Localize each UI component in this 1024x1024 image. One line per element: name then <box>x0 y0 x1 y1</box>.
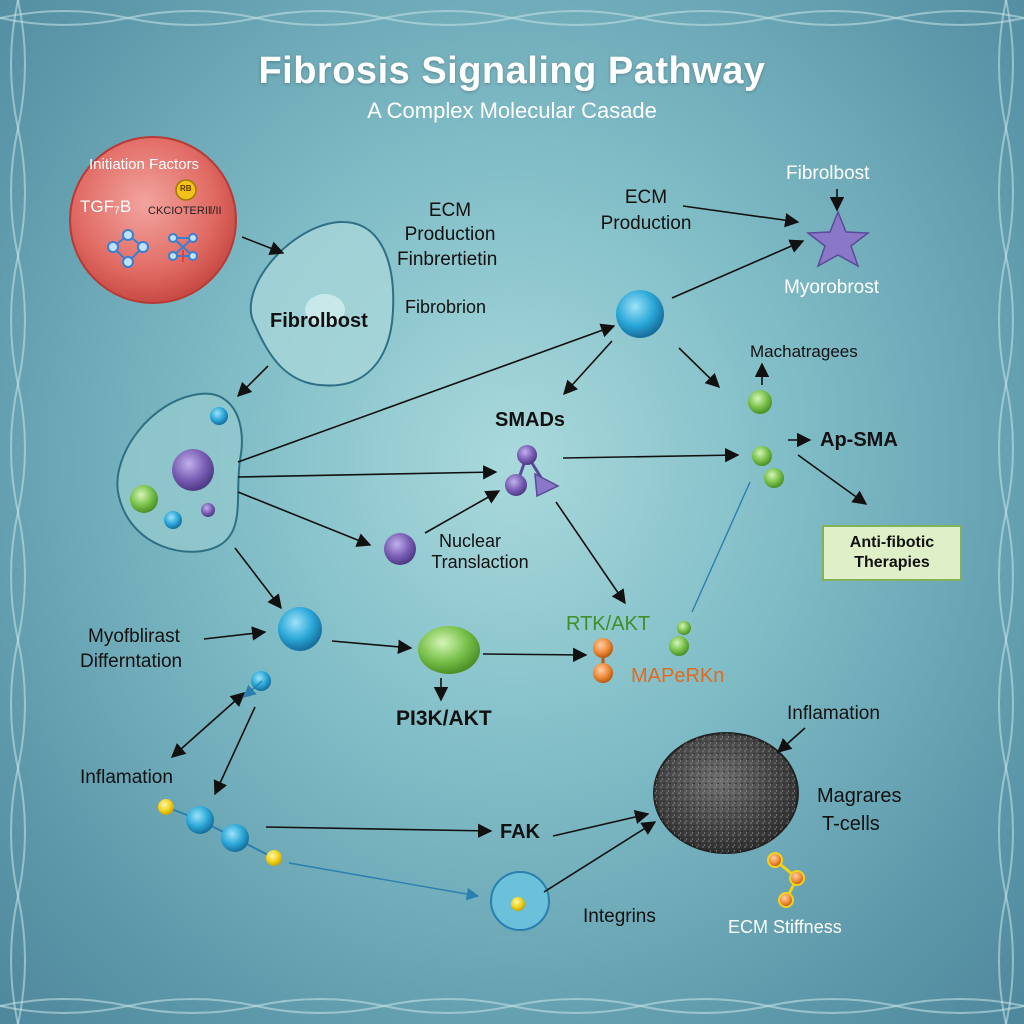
ecm-stiffness-label: ECM Stiffness <box>728 917 842 937</box>
cytokine-label: CKCIOTERI‖/II <box>148 205 222 217</box>
cell-organelle-small-blue <box>164 511 182 529</box>
nuclear-label-2: Translaction <box>431 552 529 572</box>
fibroblast-nucleus-glow <box>305 294 345 326</box>
pathway-arrows <box>170 189 868 893</box>
myorobrost-label: Myorobrost <box>784 277 880 298</box>
therapies-label-1: Anti-fibotic <box>849 534 935 551</box>
page-title: Fibrosis Signaling Pathway <box>258 50 766 92</box>
ecm-production-label-1: ECM <box>428 200 472 221</box>
ecm-node-blue <box>616 290 664 338</box>
smad-node-green-2 <box>764 468 784 488</box>
mapk-nodes <box>593 638 613 683</box>
macrophage-node-green <box>748 390 772 414</box>
page-subtitle: A Complex Molecular Casade <box>367 98 657 123</box>
rtk-akt-label: RTK/AKT <box>566 613 651 635</box>
molecule-icon-2 <box>168 233 198 262</box>
macrophages-label-1: Magrares <box>817 785 902 807</box>
fibroblast-star-icon <box>805 209 871 268</box>
integrins-label: Integrins <box>583 906 656 927</box>
ecm-stiffness-chain <box>767 852 805 908</box>
smads-complex-icon <box>505 445 560 498</box>
fibroblast-top-label: Fibrolbost <box>786 163 870 184</box>
cell-organelle-green <box>130 485 158 513</box>
macrophages-label-2: T-cells <box>822 813 880 835</box>
inflammation-chain <box>158 799 282 866</box>
smads-label: SMADs <box>495 409 566 431</box>
inflamation-left-label: Inflamation <box>80 767 173 788</box>
fibrobrion-label: Fibrobrion <box>405 297 487 317</box>
fibroblast-cell-label: Fibrolbost <box>270 310 368 332</box>
ecm-production-label-2: Production <box>404 224 496 245</box>
smad-node-green-1 <box>752 446 772 466</box>
machatragees-label: Machatragees <box>750 342 858 361</box>
molecule-icon <box>107 229 149 268</box>
tgf-label: TGF₇B <box>80 197 132 216</box>
blue-arrows <box>243 481 751 901</box>
pi3k-akt-label: PI3K/AKT <box>396 707 492 730</box>
nuclear-node-purple <box>384 533 416 565</box>
ap-sma-label: Ap-SMA <box>820 429 898 451</box>
ecm-right-label-1: ECM <box>624 187 668 208</box>
ecm-right-label-2: Production <box>600 213 692 234</box>
fak-label: FAK <box>500 821 540 843</box>
inflamation-right-label: Inflamation <box>787 703 880 724</box>
rtk-nodes-green <box>669 621 691 656</box>
myofibroblast-label-1: Myofblirast <box>88 626 180 647</box>
myofibroblast-label-2: Differntation <box>80 651 183 672</box>
mapk-label: MAPeRKn <box>631 665 725 687</box>
pi3k-node-green <box>418 626 480 674</box>
macrophage-mass-texture <box>654 733 798 853</box>
rb-badge-label: RB <box>180 184 192 193</box>
nuclear-label-1: Nuclear <box>438 531 502 551</box>
therapies-label-2: Therapies <box>854 554 930 571</box>
initiation-title: Initiation Factors <box>89 156 200 173</box>
cell-organelle-small-purple <box>201 503 215 517</box>
rb-badge-icon <box>175 179 197 201</box>
finbrertietin-label: Finbrertietin <box>397 249 498 270</box>
cell-organelle-blue <box>210 407 228 425</box>
initiation-factors-circle <box>69 136 237 304</box>
anti-fibrotic-therapies-box: Anti-fibotic Therapies <box>822 525 962 581</box>
integrin-core <box>511 897 525 911</box>
myofibroblast-node-blue <box>278 607 322 651</box>
cell-nucleus <box>172 449 214 491</box>
